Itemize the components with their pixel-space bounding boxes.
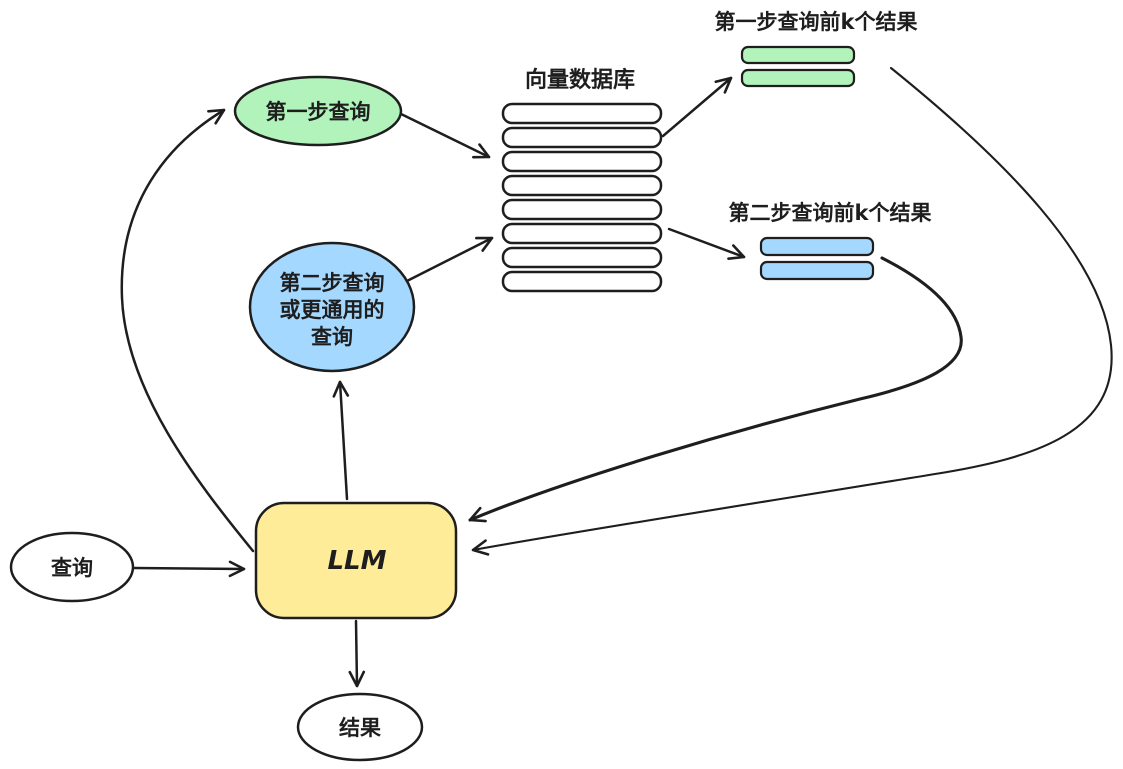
query-label: 查询 [51,556,93,580]
arrow-step2-results-to-llm [468,256,963,523]
arrow-step1-results-to-llm [471,66,1113,556]
arrow-llm-to-result [348,619,366,688]
db-row [501,246,663,269]
db-row [501,198,663,221]
db-row [501,174,663,197]
step1-results-label: 第一步查询前k个结果 [715,10,918,34]
db-row [501,126,663,149]
step2-results-chips [759,236,875,281]
query-node: 查询 [9,531,135,603]
step2-result-chip [759,260,875,281]
step1-result-chip [740,45,856,65]
result-node: 结果 [296,692,424,762]
step2-query-label-line3: 查询 [311,325,353,349]
llm-label: LLM [327,546,386,576]
step2-query-ellipse [248,241,416,373]
step1-query-label: 第一步查询 [266,100,371,124]
arrow-llm-to-step2-query [332,380,350,501]
step2-query-label-line2: 或更通用的 [280,298,385,322]
step1-result-chip [740,68,856,88]
result-ellipse [296,692,424,762]
db-row [501,150,663,173]
llm-node: LLM [254,501,458,620]
step1-query-ellipse [233,75,403,147]
vector-db-label: 向量数据库 [525,67,635,93]
arrow-db-to-step2-results [667,227,746,260]
arrow-db-to-step1-results [661,76,733,138]
step1-results-chips [740,45,856,88]
step2-result-chip [759,236,875,257]
vector-db-stack [501,102,663,293]
step2-query-label-line1: 第二步查询 [280,271,385,295]
db-row [501,222,663,245]
arrow-step1-query-to-db [397,111,491,159]
step2-results-label: 第二步查询前k个结果 [729,201,932,225]
db-row [501,102,663,125]
arrow-query-to-llm [132,560,246,578]
step1-query-node: 第一步查询 [233,75,403,147]
query-ellipse [9,531,135,603]
step2-query-node: 第二步查询 或更通用的 查询 [248,241,416,373]
arrow-step2-query-to-db [401,236,494,285]
db-row [501,270,663,293]
result-label: 结果 [339,716,381,740]
llm-box [254,501,458,620]
arrow-llm-to-step1-query [120,108,255,553]
